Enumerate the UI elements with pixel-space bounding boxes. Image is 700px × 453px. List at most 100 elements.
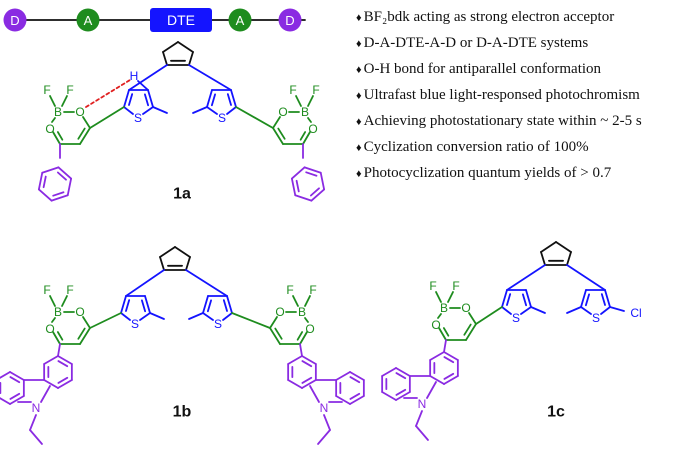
feature-item: ♦Photocyclization quantum yields of > 0.… — [356, 160, 696, 186]
bond — [435, 291, 442, 303]
oxygen-atom: O — [75, 105, 84, 119]
bond — [506, 264, 546, 291]
bond — [0, 397, 11, 405]
bond — [501, 289, 508, 308]
bond — [210, 93, 216, 107]
oxygen-atom: O — [278, 105, 287, 119]
bond — [57, 343, 61, 357]
bond — [307, 95, 314, 107]
bond — [206, 299, 212, 313]
bond — [530, 306, 546, 314]
fluorine-atom: F — [452, 279, 459, 293]
bond — [162, 51, 168, 66]
fluorine-atom: F — [66, 283, 73, 297]
fluorine-atom: F — [286, 283, 293, 297]
fluorine-atom: F — [429, 279, 436, 293]
bond — [89, 106, 125, 129]
bond — [429, 351, 445, 361]
bond — [56, 131, 64, 141]
diamond-bullet-icon: ♦ — [356, 64, 362, 76]
bond — [349, 376, 361, 384]
bond — [305, 171, 318, 177]
bond — [222, 312, 233, 321]
bond — [147, 89, 154, 108]
donor-node — [278, 8, 302, 32]
bond — [299, 131, 307, 141]
bond — [272, 127, 284, 145]
bond — [290, 166, 306, 180]
bond — [52, 331, 61, 345]
bond — [501, 306, 512, 315]
acceptor-node — [76, 8, 100, 32]
fluorine-atom: F — [312, 83, 319, 97]
feature-text: Photocyclization quantum yields of > 0.7 — [363, 165, 612, 181]
oxygen-atom: O — [431, 318, 440, 332]
feature-item: ♦BF₂bdk acting as strong electron accept… — [356, 4, 696, 30]
bond — [465, 323, 477, 341]
bond — [128, 93, 134, 106]
fluorine-atom: F — [66, 83, 73, 97]
bond — [37, 171, 44, 191]
acceptor-label: A — [84, 13, 93, 28]
bond — [287, 355, 303, 365]
bond — [299, 343, 303, 357]
bond — [222, 299, 228, 312]
bond — [9, 392, 21, 400]
bond — [442, 327, 450, 337]
bond — [604, 289, 611, 308]
bond — [57, 355, 73, 365]
bond — [9, 371, 25, 381]
compound-label: 1a — [173, 186, 191, 203]
dte-label: DTE — [167, 12, 195, 28]
bond — [89, 312, 122, 329]
bond — [56, 171, 67, 181]
compound-label: 1c — [547, 404, 565, 421]
oxygen-atom: O — [461, 301, 470, 315]
bond — [294, 194, 313, 202]
feature-list: ♦BF₂bdk acting as strong electron accept… — [356, 4, 696, 186]
bond — [206, 106, 218, 115]
bond — [82, 116, 91, 129]
bond — [188, 312, 204, 320]
bond — [57, 166, 73, 180]
diamond-bullet-icon: ♦ — [356, 116, 362, 128]
bond — [395, 388, 407, 396]
chlorine-atom: Cl — [630, 306, 641, 320]
bond — [139, 312, 151, 321]
feature-item: ♦Cyclization conversion ratio of 100% — [356, 134, 696, 160]
bond — [274, 327, 283, 340]
bond — [309, 385, 320, 403]
bond — [292, 295, 299, 307]
bond — [79, 127, 91, 145]
bond — [302, 131, 311, 145]
bond — [319, 171, 326, 191]
bond — [584, 293, 590, 307]
hydrogen-atom: H — [130, 69, 139, 83]
fluorine-atom: F — [309, 283, 316, 297]
bond — [149, 312, 165, 320]
bond — [123, 106, 134, 115]
bond — [41, 166, 60, 174]
bond — [144, 93, 150, 107]
bond — [296, 331, 304, 341]
oxygen-atom: O — [45, 122, 54, 136]
nitrogen-atom: N — [320, 401, 329, 415]
bond — [49, 295, 56, 307]
oxygen-atom: O — [275, 305, 284, 319]
bond — [9, 376, 21, 384]
bond — [128, 64, 168, 91]
bond — [475, 306, 503, 325]
feature-text: D-A-DTE-A-D or D-A-DTE systems — [363, 35, 589, 51]
bond — [525, 289, 532, 308]
bond — [303, 166, 322, 174]
hydrogen-bond — [85, 79, 131, 108]
bond — [395, 367, 411, 377]
boron-atom: B — [54, 105, 62, 119]
oxygen-atom: O — [45, 322, 54, 336]
bond — [52, 191, 65, 197]
bond — [185, 269, 228, 297]
bond — [230, 89, 237, 108]
feature-text: Cyclization conversion ratio of 100% — [363, 139, 589, 155]
feature-item: ♦Achieving photostationary state within … — [356, 108, 696, 134]
